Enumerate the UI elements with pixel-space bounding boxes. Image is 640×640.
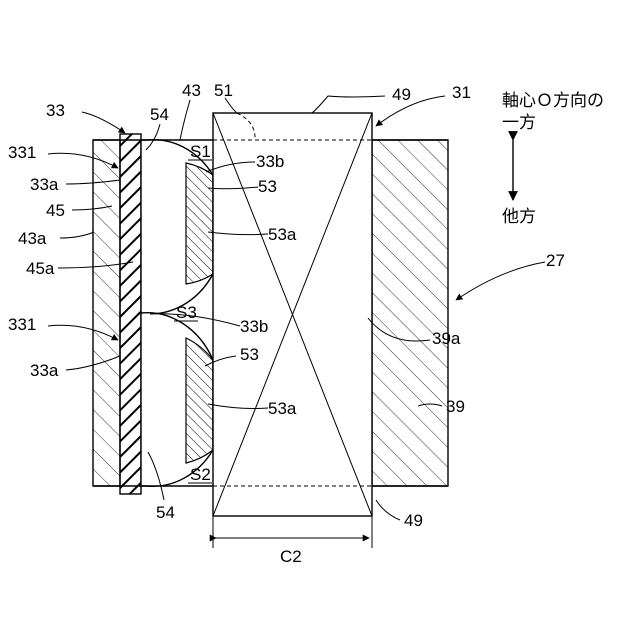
lower-lip-cap-53 <box>186 338 213 463</box>
leader-33 <box>82 112 125 133</box>
label-33a-top: 33a <box>30 175 59 194</box>
label-39: 39 <box>446 397 465 416</box>
direction-label-line2: 一方 <box>502 113 536 133</box>
direction-label-line3: 他方 <box>502 207 536 227</box>
label-33b-top: 33b <box>256 152 284 171</box>
right-housing-39 <box>372 140 448 486</box>
seal-member-33 <box>120 134 141 494</box>
leader-43a <box>60 232 94 238</box>
label-331-top: 331 <box>8 143 36 162</box>
leader-49-bot <box>376 500 400 520</box>
leader-49-top <box>312 96 385 113</box>
label-51: 51 <box>214 81 233 100</box>
label-33b-bot: 33b <box>240 317 268 336</box>
label-54-bot: 54 <box>156 503 175 522</box>
label-s2: S2 <box>190 465 211 484</box>
label-49-top: 49 <box>392 85 411 104</box>
label-53a-top: 53a <box>268 225 297 244</box>
direction-label-line1: 軸心Ｏ方向の <box>502 91 604 111</box>
label-33a-bot: 33a <box>30 361 59 380</box>
label-43a: 43a <box>18 229 47 248</box>
label-45: 45 <box>46 201 65 220</box>
label-331-bot: 331 <box>8 315 36 334</box>
label-31: 31 <box>452 83 471 102</box>
label-49-bot: 49 <box>404 511 423 530</box>
label-45a: 45a <box>26 259 55 278</box>
leader-27 <box>456 262 545 300</box>
label-53-bot: 53 <box>240 345 259 364</box>
label-53a-bot: 53a <box>268 399 297 418</box>
leader-51 <box>225 98 238 114</box>
label-43: 43 <box>182 81 201 100</box>
label-53-top: 53 <box>258 177 277 196</box>
label-s1: S1 <box>190 142 211 161</box>
label-27: 27 <box>546 251 565 270</box>
label-c2: C2 <box>280 547 302 566</box>
leader-43 <box>180 100 190 140</box>
label-s3: S3 <box>176 303 197 322</box>
upper-lip-cap-53 <box>186 163 213 284</box>
label-54-top: 54 <box>150 105 169 124</box>
label-33: 33 <box>46 101 65 120</box>
left-housing-43 <box>93 140 120 486</box>
label-39a: 39a <box>432 329 461 348</box>
